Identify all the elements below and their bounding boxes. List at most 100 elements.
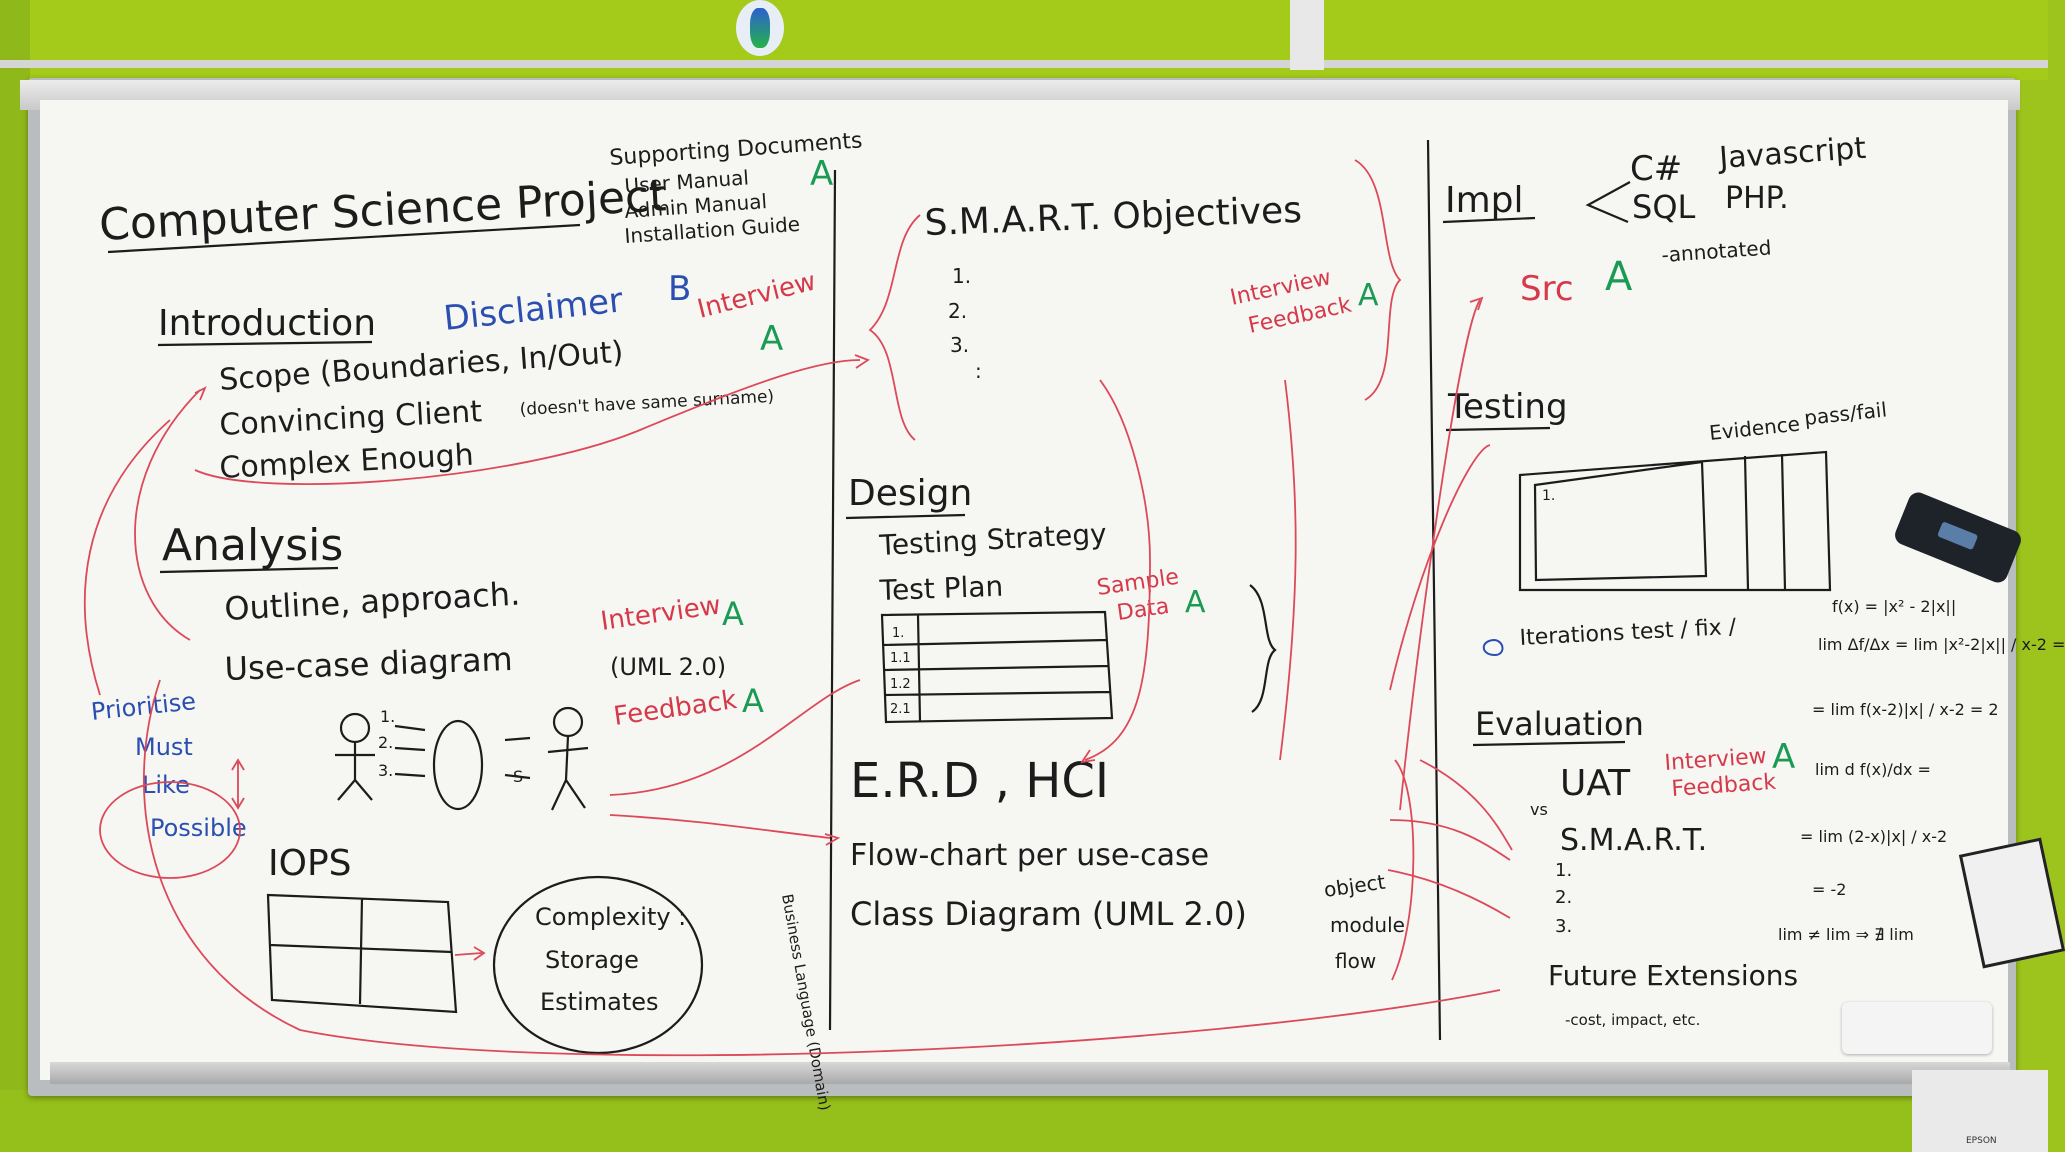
use-case-step-2: 2.	[378, 733, 393, 752]
analysis-underline	[159, 566, 339, 574]
smart-number-2: 2.	[948, 299, 967, 323]
math-line-4: lim d f(x)/dx =	[1815, 760, 1931, 779]
testing-iterations: Iterations test / fix /	[1519, 615, 1737, 651]
smart-brace	[868, 214, 921, 441]
supporting-grade: A	[810, 154, 833, 194]
evaluation-heading: Evaluation	[1475, 705, 1644, 743]
test-table-row-1: 1.	[1542, 488, 1555, 504]
class-note-module: module	[1330, 913, 1405, 937]
test-plan-row-3: 1.2	[890, 677, 911, 692]
impl-lang-js: Javascript	[1716, 131, 1867, 176]
design-feedback-grade: A	[1358, 278, 1379, 313]
sample-data-line-2: Data	[1115, 594, 1170, 626]
evaluation-underline	[1472, 740, 1626, 747]
analysis-feedback-label: Feedback	[612, 685, 739, 732]
prioritise-heading: Prioritise	[90, 687, 198, 726]
analysis-uml: (UML 2.0)	[610, 653, 726, 681]
device-label: EPSON	[1966, 1136, 1997, 1146]
smart-brace-right	[1354, 159, 1402, 401]
testing-heading: Testing	[1447, 387, 1568, 427]
smart-heading: S.M.A.R.T. Objectives	[924, 190, 1303, 244]
page-title: Computer Science Project	[98, 170, 668, 251]
math-line-3: = lim f(x-2)|x| / x-2 = 2	[1812, 700, 1999, 719]
impl-underline	[1442, 216, 1536, 224]
impl-annotated: -annotated	[1661, 235, 1772, 267]
evaluation-uat: UAT	[1560, 763, 1631, 804]
business-language: Business Language (Domain)	[778, 893, 834, 1112]
math-line-5: = lim (2-x)|x| / x-2	[1800, 827, 1947, 846]
design-item-strategy: Testing Strategy	[878, 517, 1108, 562]
prioritise-like: Like	[142, 771, 190, 799]
disclaimer-label: Disclaimer	[442, 280, 625, 339]
impl-lang-php: PHP.	[1725, 181, 1789, 216]
iops-label: IOPS	[268, 843, 352, 884]
marker-tray	[50, 1062, 2010, 1084]
evaluation-number-3: 3.	[1555, 916, 1572, 937]
math-line-2: lim Δf/Δx = lim |x²-2|x|| / x-2 =	[1818, 635, 2065, 654]
class-diagram-label: Class Diagram (UML 2.0)	[850, 895, 1247, 933]
prioritise-possible: Possible	[150, 814, 247, 842]
impl-heading: Impl	[1445, 180, 1524, 221]
testing-passfail: pass/fail	[1803, 397, 1888, 430]
prioritise-must: Must	[135, 733, 193, 761]
use-case-step-3: 3.	[378, 761, 393, 780]
complexity-line-1: Complexity :	[535, 903, 686, 931]
use-case-step-s: S	[513, 767, 523, 786]
test-plan-row-1: 1.	[892, 626, 904, 641]
impl-bracket	[1585, 181, 1631, 224]
impl-lang-sql: SQL	[1632, 188, 1696, 226]
introduction-heading: Introduction	[158, 303, 376, 344]
sample-data-line-1: Sample	[1095, 565, 1180, 601]
divider-right	[1426, 139, 1442, 1041]
smart-number-3: 3.	[950, 333, 969, 357]
smart-number-dots: :	[975, 359, 982, 383]
complexity-circle	[492, 875, 704, 1055]
evaluation-feedback: Feedback	[1671, 770, 1778, 802]
evaluation-grade: A	[1772, 737, 1795, 777]
math-line-7: lim ≠ lim ⇒ ∄ lim	[1778, 925, 1914, 944]
class-note-object: object	[1322, 870, 1387, 902]
smart-number-1: 1.	[952, 264, 971, 288]
wall-left	[0, 0, 30, 1152]
math-line-6: = -2	[1812, 880, 1846, 899]
impl-lang-csharp: C#	[1630, 149, 1682, 189]
design-underline	[845, 513, 966, 520]
test-table	[1518, 450, 1832, 592]
erd-hci: E.R.D , HCI	[850, 753, 1109, 809]
introduction-underline	[157, 340, 373, 347]
wall-bottom	[0, 1090, 2048, 1152]
complexity-line-2: Storage	[545, 946, 639, 974]
iops-arrow	[454, 946, 486, 961]
class-note-flow: flow	[1335, 949, 1376, 973]
hanging-ornament	[736, 0, 784, 56]
wall-post	[1290, 0, 1324, 70]
testing-evidence: Evidence	[1708, 412, 1801, 445]
design-brace	[1249, 584, 1277, 713]
analysis-interview-label: Interview	[599, 590, 723, 637]
flowchart-label: Flow-chart per use-case	[850, 838, 1209, 873]
math-line-1: f(x) = |x² - 2|x||	[1832, 597, 1956, 616]
testing-underline	[1445, 426, 1551, 432]
evaluation-number-1: 1.	[1555, 860, 1572, 881]
test-plan-row-2: 1.1	[890, 651, 911, 666]
design-item-testplan: Test Plan	[878, 570, 1004, 607]
test-plan-row-4: 2.1	[890, 702, 911, 717]
evaluation-smart: S.M.A.R.T.	[1560, 823, 1707, 858]
marker-holder	[1842, 1002, 1992, 1054]
iops-grid	[266, 893, 458, 1014]
ceiling-trim	[0, 60, 2048, 68]
intro-item-complex: Complex Enough	[219, 438, 475, 486]
red-connectors	[83, 296, 1513, 1057]
projector-unit: EPSON	[1912, 1070, 2048, 1152]
intro-interview-grade: A	[760, 319, 783, 359]
analysis-item-usecase: Use-case diagram	[224, 640, 513, 688]
design-heading: Design	[848, 473, 972, 514]
impl-src-grade: A	[1605, 254, 1633, 300]
use-case-step-1: 1.	[380, 707, 395, 726]
evaluation-future: Future Extensions	[1548, 959, 1798, 992]
analysis-interview-grade: A	[722, 595, 744, 633]
possible-circle	[99, 781, 241, 879]
disclaimer-grade: B	[668, 269, 691, 309]
intro-item-client: Convincing Client	[219, 394, 483, 443]
